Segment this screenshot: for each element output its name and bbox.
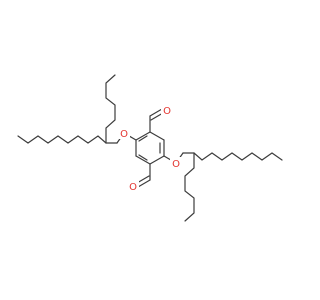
aldehyde-double-bond bbox=[137, 179, 151, 188]
aldehyde-double-bond bbox=[149, 108, 163, 117]
left-hexyl-chain bbox=[105, 74, 116, 144]
atom-labels: O O O O bbox=[118, 104, 182, 193]
oxygen-ether-left: O bbox=[120, 129, 128, 140]
bonds bbox=[17, 74, 283, 222]
right-long-chain bbox=[193, 152, 283, 161]
ring-bond bbox=[149, 155, 165, 165]
ring-double-bond bbox=[138, 135, 148, 142]
left-long-chain bbox=[17, 135, 107, 144]
oxygen-aldehyde-bottom: O bbox=[129, 182, 137, 193]
ring-double-bond bbox=[138, 154, 148, 161]
ring-bond bbox=[135, 131, 151, 141]
oxygen-ether-right: O bbox=[172, 159, 180, 170]
ring-bond bbox=[135, 155, 151, 165]
oxygen-aldehyde-top: O bbox=[163, 106, 171, 117]
structure-diagram: O O O O bbox=[17, 74, 283, 222]
ring-bond bbox=[149, 131, 165, 141]
right-hexyl-chain bbox=[184, 152, 195, 222]
